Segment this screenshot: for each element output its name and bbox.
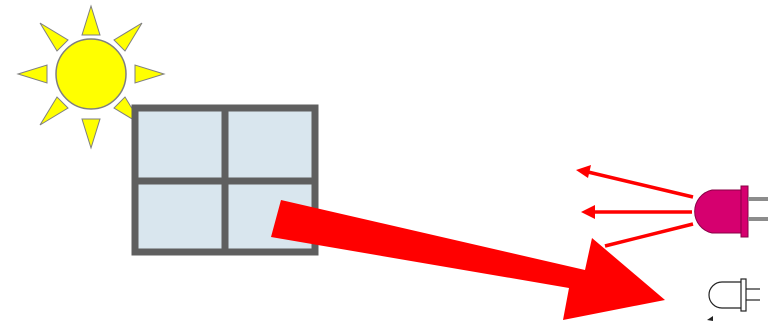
small-tick-mark [707,316,713,321]
emitted-light-arrows [576,165,693,246]
large-arrow [271,200,665,320]
led-red-icon [695,186,768,237]
led-clear-icon [709,279,760,311]
